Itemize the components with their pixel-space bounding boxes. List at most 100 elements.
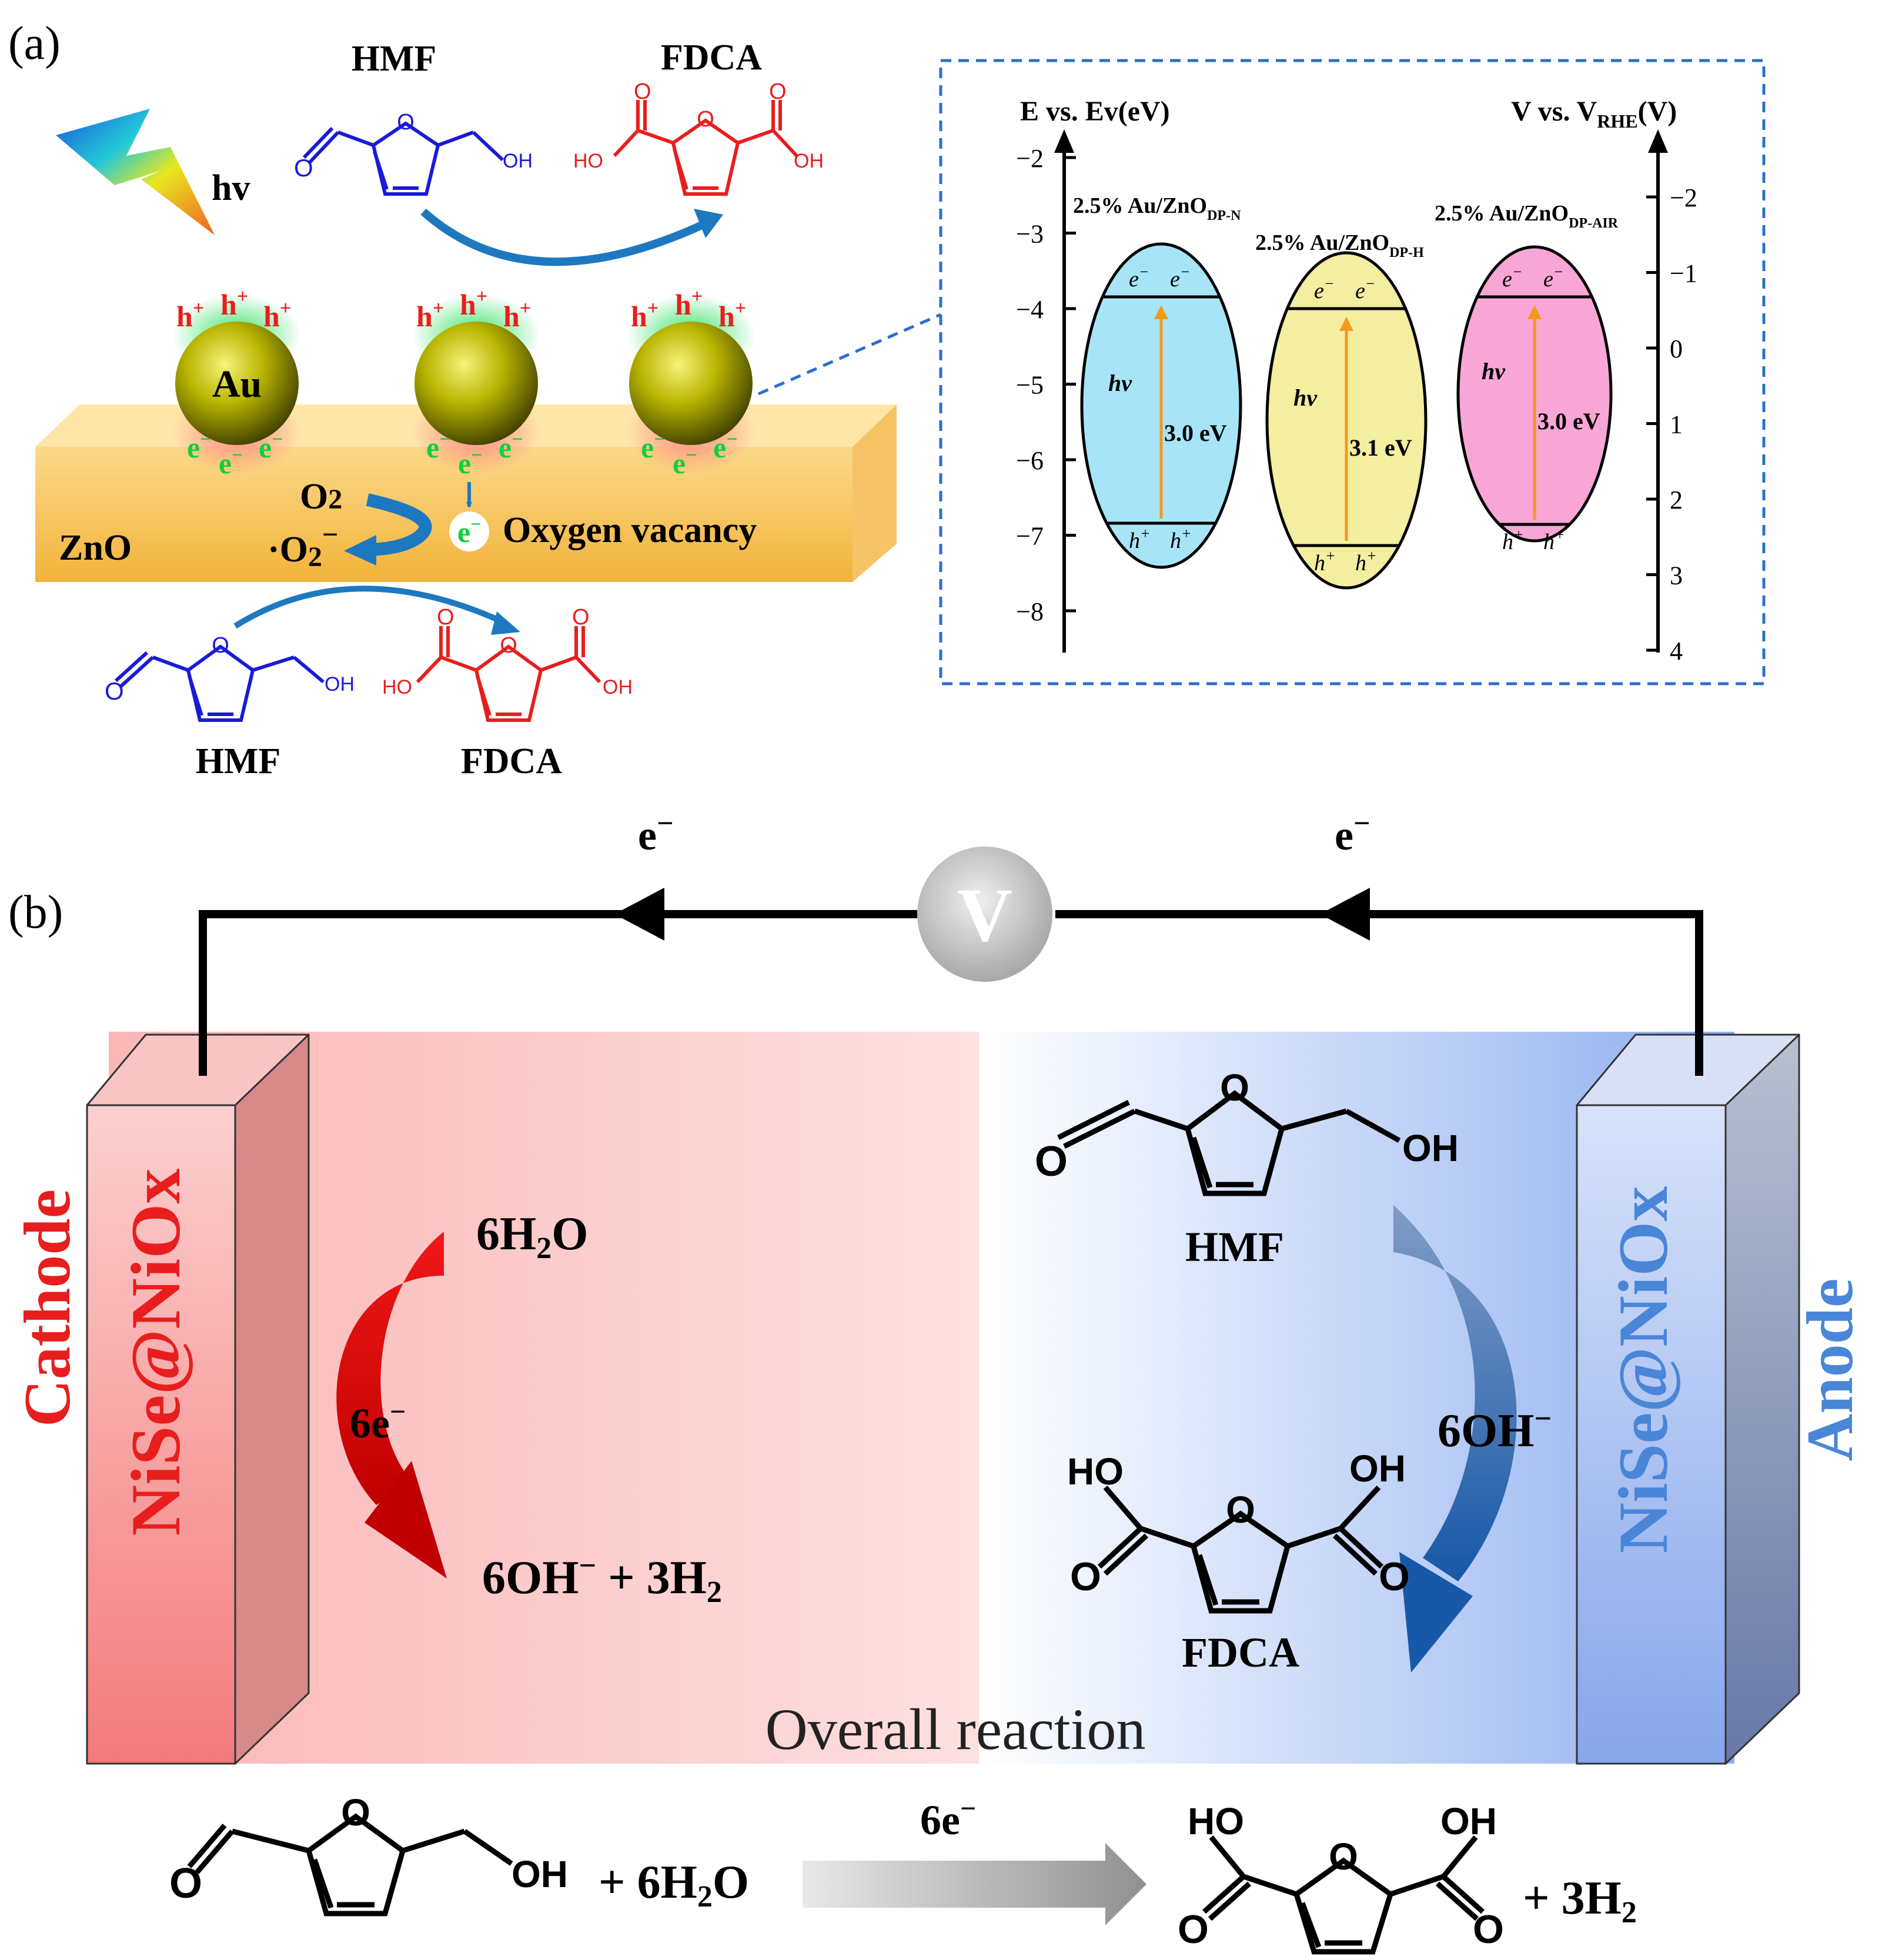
anode-hydroxide: 6OH− xyxy=(1438,1402,1552,1457)
svg-text:e−: e− xyxy=(259,429,283,464)
bottom-conversion-arrow xyxy=(233,586,507,629)
au-particle-1 xyxy=(172,294,302,473)
fdca-top-label: FDCA xyxy=(661,38,762,78)
fdca-overall-oh: OH xyxy=(1440,1800,1497,1842)
cathode-electrode xyxy=(86,1033,310,1765)
overall-hydrogen: + 3H2 xyxy=(1523,1872,1637,1929)
catalyst-label: 2.5% Au/ZnODP-H xyxy=(1255,230,1424,260)
cathode-reaction-arrow-head xyxy=(365,1461,447,1578)
band-hole: h+ xyxy=(1543,526,1565,554)
reduction-arrow-head xyxy=(344,535,376,566)
fdca-top-ring-o: O xyxy=(697,107,714,132)
right-tick-label: −1 xyxy=(1670,259,1697,288)
fdca-anode-oh: OH xyxy=(1349,1447,1406,1490)
circuit-wire-left xyxy=(199,910,917,1076)
inset-connector xyxy=(758,313,941,396)
hmf-molecule-overall xyxy=(187,1813,513,1916)
au-particle-2 xyxy=(412,294,541,473)
right-tick-label: −2 xyxy=(1670,183,1697,212)
band-hole: h+ xyxy=(1129,525,1151,553)
left-tick-label: −8 xyxy=(1016,597,1044,626)
catalyst-band-2: e−e−h+h+hv3.1 eV2.5% Au/ZnODP-H xyxy=(1255,230,1428,590)
svg-text:h+: h+ xyxy=(176,297,204,333)
band-electron: e− xyxy=(1502,263,1522,292)
right-tick-label: 2 xyxy=(1670,486,1683,514)
reduction-arrow xyxy=(364,493,432,556)
fdca-overall-o-left: O xyxy=(1178,1907,1209,1952)
hmf-overall-oh: OH xyxy=(512,1853,568,1895)
svg-text:h+: h+ xyxy=(503,297,531,333)
fdca-overall-ho: HO xyxy=(1188,1800,1244,1842)
left-axis-ticks: −2−3−4−5−6−7−8 xyxy=(1016,144,1076,626)
svg-text:h+: h+ xyxy=(460,286,487,321)
svg-text:e−: e− xyxy=(499,429,523,464)
fdca-bottom-label: FDCA xyxy=(461,741,562,781)
band-gap-label: 3.0 eV xyxy=(1537,408,1600,434)
fdca-molecule-bottom xyxy=(416,626,601,722)
hmf-bottom-carbonyl-o: O xyxy=(105,677,124,705)
overall-reaction-title: Overall reaction xyxy=(765,1697,1146,1762)
cathode-label: Cathode xyxy=(11,1189,84,1427)
svg-text:e−: e− xyxy=(673,444,697,480)
svg-text:h+: h+ xyxy=(675,286,703,321)
fdca-top-o-left: O xyxy=(634,79,651,104)
bottom-conversion-arrow-head xyxy=(491,611,520,635)
right-tick-label: 3 xyxy=(1670,561,1683,590)
band-hv-label: hv xyxy=(1482,358,1506,384)
anode-label: Anode xyxy=(1794,1278,1867,1461)
current-arrow-left xyxy=(614,888,664,941)
left-axis-label: E vs. Ev(eV) xyxy=(1020,96,1170,127)
overall-electrons: 6e− xyxy=(920,1793,976,1844)
catalyst-band-3: e−e−h+h+hv3.0 eV2.5% Au/ZnODP-AIR xyxy=(1435,201,1619,554)
fdca-top-o-right: O xyxy=(769,79,787,104)
hmf-anode-carbonyl-o: O xyxy=(1035,1138,1068,1185)
fdca-bottom-ho: HO xyxy=(382,676,412,698)
fdca-overall-o-right: O xyxy=(1473,1907,1504,1952)
hmf-molecule-top xyxy=(302,121,504,196)
left-tick-label: −2 xyxy=(1016,144,1044,173)
svg-text:h+: h+ xyxy=(631,297,658,333)
circuit-electron-right: e− xyxy=(1335,807,1370,859)
band-hole: h+ xyxy=(1355,547,1377,576)
cathode-reaction-arrow xyxy=(336,1232,444,1505)
top-conversion-arrow xyxy=(420,208,707,266)
cathode-electrons: 6e− xyxy=(350,1396,406,1447)
left-tick-label: −5 xyxy=(1016,371,1044,400)
band-electron: e− xyxy=(1170,263,1190,292)
band-electron: e− xyxy=(1355,275,1375,303)
holes: h+ h+ h+ h+ h+ h+ h+ h+ h+ xyxy=(176,286,746,333)
catalyst-band-1: e−e−h+h+hv3.0 eV2.5% Au/ZnODP-N xyxy=(1073,193,1242,569)
au-particles xyxy=(172,294,756,473)
svg-text:e−: e− xyxy=(458,444,483,480)
hmf-bottom-ring-o: O xyxy=(212,633,229,658)
lightning-bolt-icon xyxy=(56,109,215,235)
vacancy-circle xyxy=(449,511,489,551)
right-tick-label: 0 xyxy=(1670,335,1683,363)
cathode-material-label: NiSe@NiOx xyxy=(116,1169,195,1536)
svg-text:e−: e− xyxy=(713,429,738,464)
circuit-wire-right xyxy=(1055,910,1703,1076)
au-label: Au xyxy=(212,363,262,406)
hmf-anode-oh: OH xyxy=(1402,1127,1459,1169)
left-tick-label: −6 xyxy=(1016,446,1044,475)
hmf-top-ring-o: O xyxy=(397,110,414,135)
band-electron: e− xyxy=(1314,275,1334,303)
svg-text:e−: e− xyxy=(426,429,451,464)
right-axis-label: V vs. VRHE(V) xyxy=(1511,96,1677,132)
fdca-top-oh: OH xyxy=(794,150,824,172)
fdca-bottom-ring-o: O xyxy=(500,633,517,658)
overall-water: + 6H2O xyxy=(599,1857,749,1914)
hmf-bottom-label: HMF xyxy=(196,741,281,781)
anode-material-label: NiSe@NiOx xyxy=(1604,1186,1682,1554)
voltmeter: V xyxy=(917,847,1052,982)
right-tick-label: 1 xyxy=(1670,410,1683,439)
band-electron: e− xyxy=(1543,263,1563,292)
panel-a-label: (a) xyxy=(8,18,61,69)
left-tick-label: −4 xyxy=(1016,295,1044,324)
voltmeter-label: V xyxy=(957,873,1012,958)
svg-text:e−: e− xyxy=(219,444,243,480)
svg-text:h+: h+ xyxy=(718,297,746,333)
fdca-anode-ring-o: O xyxy=(1226,1489,1255,1531)
fdca-bottom-oh: OH xyxy=(603,676,633,698)
band-ellipses: e−e−h+h+hv3.0 eV2.5% Au/ZnODP-Ne−e−h+h+h… xyxy=(1073,193,1619,590)
